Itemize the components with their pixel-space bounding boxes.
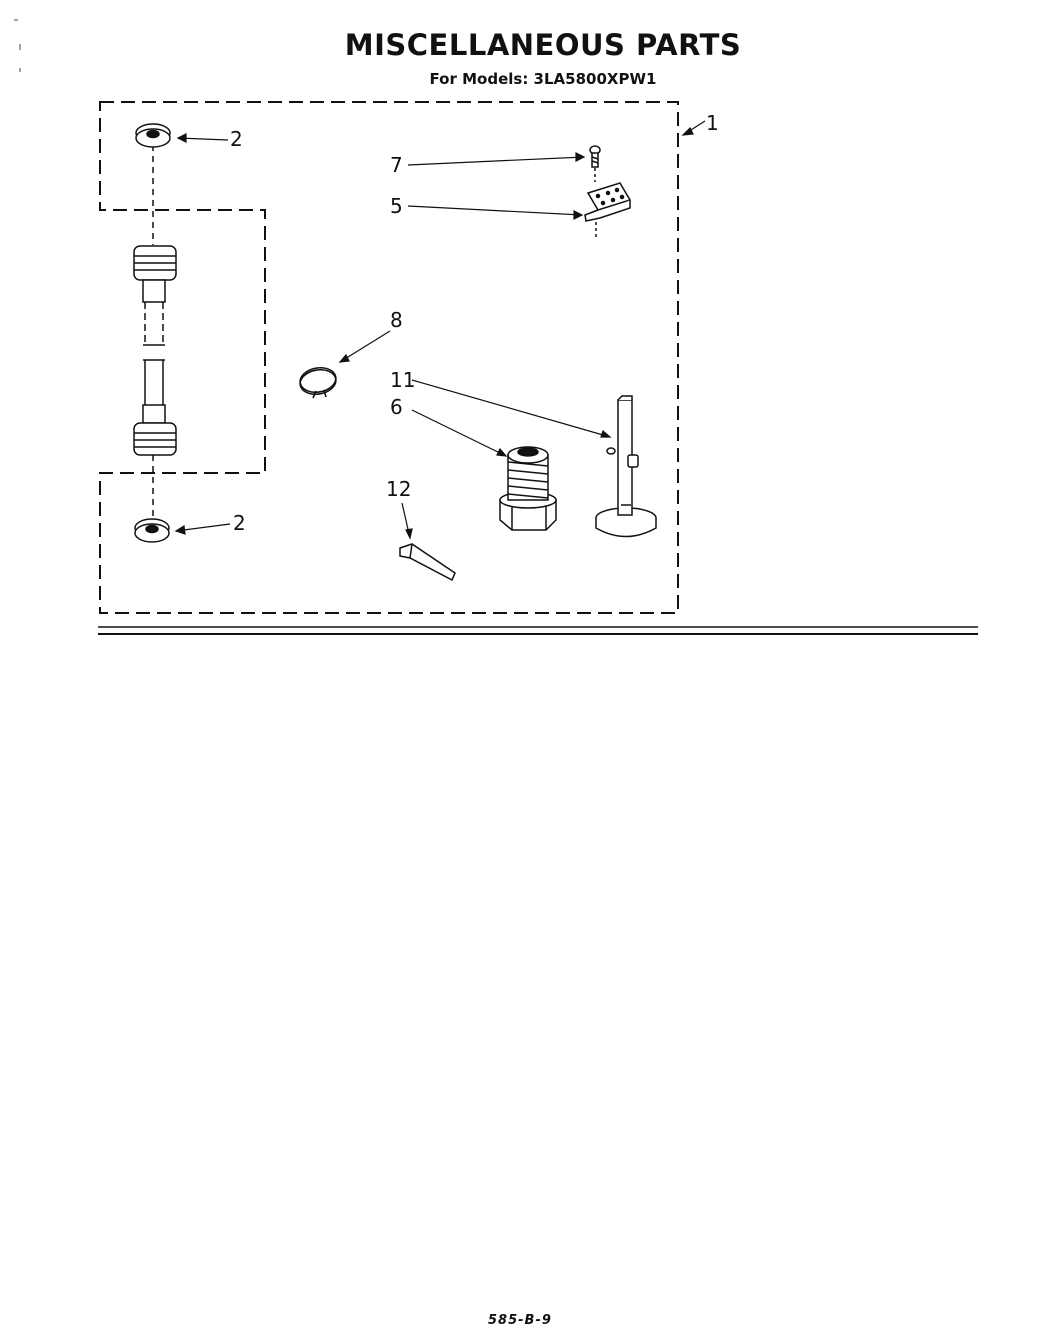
callout-6: 6 [390, 395, 403, 419]
tie-strap-part [399, 543, 456, 582]
page-code: 585-B-9 [488, 1313, 552, 1328]
callout-5: 5 [390, 194, 403, 218]
leader-lines [174, 120, 706, 540]
hose-assembly [133, 145, 177, 520]
washer-bottom [134, 518, 170, 543]
bracket-part [584, 182, 632, 240]
margin-marks [14, 19, 21, 72]
ring-clamp-part [299, 366, 337, 399]
callout-2-top: 2 [230, 127, 243, 151]
model-subtitle: For Models: 3LA5800XPW1 [429, 70, 657, 88]
bottom-rule [98, 626, 978, 635]
callout-2-bottom: 2 [233, 511, 246, 535]
callout-1: 1 [706, 111, 719, 135]
page-title: MISCELLANEOUS PARTS [344, 28, 742, 62]
leveling-leg-part [595, 395, 657, 538]
callout-8: 8 [390, 308, 403, 332]
drain-adapter-part [499, 446, 557, 531]
screw-part [589, 145, 601, 182]
callout-7: 7 [390, 153, 403, 177]
callout-12: 12 [386, 477, 411, 501]
callout-11: 11 [390, 368, 415, 392]
washer-top [135, 123, 171, 148]
kit-boundary-outline [99, 101, 679, 614]
